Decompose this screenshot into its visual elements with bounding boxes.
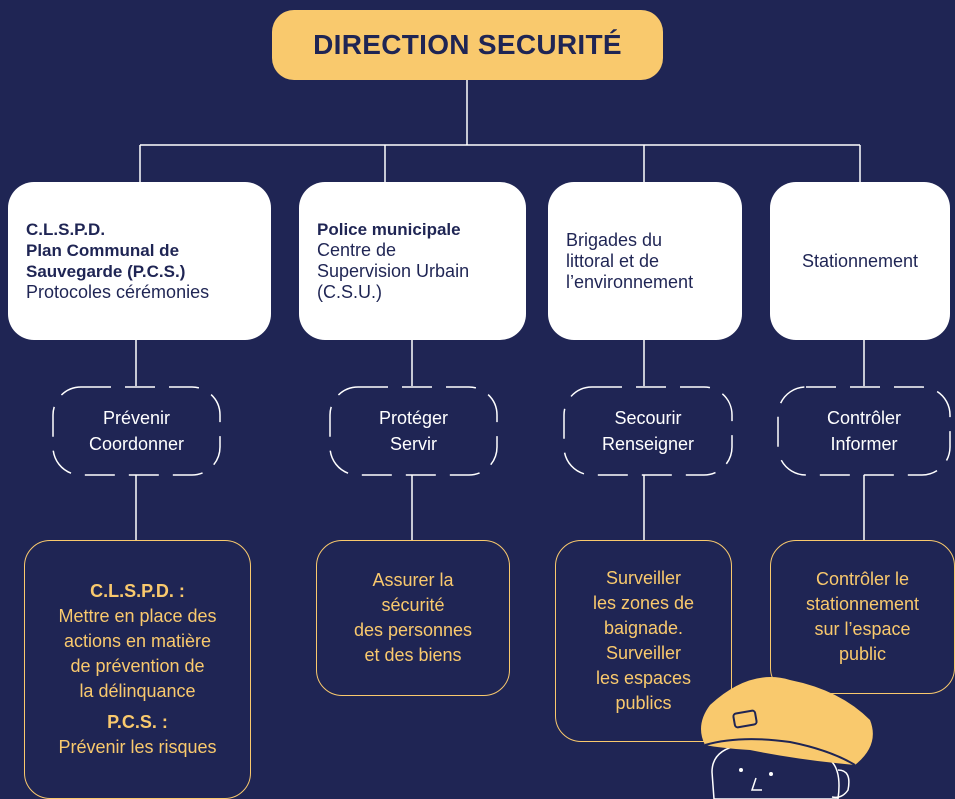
mission-line: stationnement	[805, 594, 920, 614]
mission-police: Assurer la sécurité des personnes et des…	[316, 540, 510, 696]
mission-line: Assurer la	[372, 570, 454, 590]
mission-heading: C.L.S.P.D. :	[90, 581, 185, 601]
card-line: Protocoles cérémonies	[26, 282, 210, 302]
verb: Protéger	[378, 408, 449, 428]
card-line: littoral et de	[566, 250, 660, 271]
verb: Coordonner	[88, 434, 185, 454]
police-officer-illustration	[701, 677, 873, 799]
mission-line: des personnes	[353, 620, 473, 640]
mission-line: actions en matière	[63, 631, 212, 651]
mission-line: sécurité	[381, 595, 445, 615]
card-line: Police municipale	[317, 220, 461, 239]
verb: Informer	[830, 434, 898, 454]
verb: Servir	[389, 434, 437, 454]
mission-line: les espaces	[595, 668, 692, 688]
direction-title: DIRECTION SECURITÉ	[272, 10, 663, 80]
mission-line: Prévenir les risques	[58, 737, 217, 757]
card-stationnement: Stationnement	[770, 182, 950, 340]
card-police-municipale: Police municipale Centre de Supervision …	[299, 182, 526, 340]
mission-stationnement: Contrôler le stationnement sur l’espace …	[770, 540, 955, 694]
verb: Prévenir	[102, 408, 171, 428]
mission-line: Surveiller	[605, 643, 682, 663]
mission-line: la délinquance	[79, 681, 196, 701]
card-line: l’environnement	[566, 271, 694, 292]
mission-line: les zones de	[592, 593, 695, 613]
mission-line: Mettre en place des	[58, 606, 217, 626]
verb: Secourir	[614, 408, 682, 428]
mission-line: sur l’espace	[814, 619, 911, 639]
mission-line: publics	[615, 693, 672, 713]
mission-line: Surveiller	[605, 568, 682, 588]
mission-line: baignade.	[603, 618, 684, 638]
card-line: Centre de	[317, 240, 397, 260]
verbs-proteger-servir: Protéger Servir	[330, 387, 497, 475]
card-line: Brigades du	[566, 229, 663, 250]
verbs-secourir-renseigner: Secourir Renseigner	[564, 387, 732, 475]
mission-line: Contrôler le	[815, 569, 910, 589]
card-line: (C.S.U.)	[317, 282, 382, 302]
card-line: Supervision Urbain	[317, 261, 470, 281]
card-brigades-littoral: Brigades du littoral et de l’environneme…	[548, 182, 742, 340]
card-line: Sauvegarde (P.C.S.)	[26, 262, 186, 281]
card-line: Stationnement	[801, 250, 919, 271]
card-line: C.L.S.P.D.	[26, 220, 106, 239]
verb: Renseigner	[601, 434, 695, 454]
mission-line: et des biens	[364, 645, 462, 665]
mission-line: de prévention de	[70, 656, 205, 676]
verb: Contrôler	[826, 408, 902, 428]
mission-heading: P.C.S. :	[107, 712, 168, 732]
verbs-controler-informer: Contrôler Informer	[778, 387, 950, 475]
card-line: Plan Communal de	[26, 241, 180, 260]
mission-brigades: Surveiller les zones de baignade. Survei…	[555, 540, 732, 742]
verbs-prevenir-coordonner: Prévenir Coordonner	[53, 387, 220, 475]
mission-line: public	[838, 644, 887, 664]
card-clspd: C.L.S.P.D. Plan Communal de Sauvegarde (…	[8, 182, 271, 340]
mission-clspd: C.L.S.P.D. : Mettre en place des actions…	[24, 540, 251, 799]
